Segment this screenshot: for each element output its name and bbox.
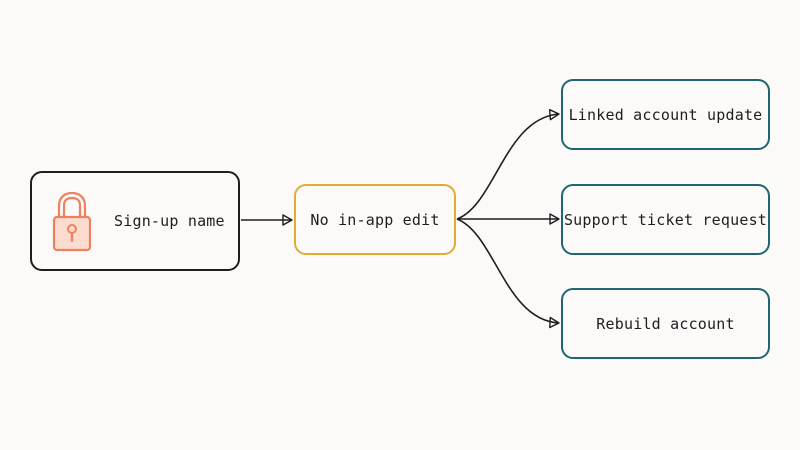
node-label: Support ticket request: [563, 210, 768, 229]
lock-icon: [52, 191, 92, 252]
node-sign-up-name: Sign-up name: [30, 171, 240, 271]
node-label: Linked account update: [568, 105, 763, 124]
node-rebuild-account: Rebuild account: [561, 288, 770, 359]
arrow-noedit-to-rebuild: [456, 218, 560, 329]
arrow-noedit-to-linked: [456, 108, 560, 220]
node-label: No in-app edit: [310, 210, 440, 229]
node-linked-account-update: Linked account update: [561, 79, 770, 150]
node-label: Rebuild account: [596, 314, 735, 333]
node-support-ticket-request: Support ticket request: [561, 184, 770, 255]
node-no-in-app-edit: No in-app edit: [294, 184, 456, 255]
node-label: Sign-up name: [114, 212, 225, 230]
